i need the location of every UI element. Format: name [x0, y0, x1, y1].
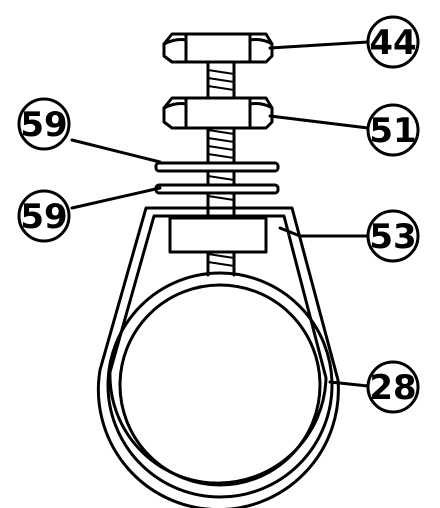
callout-51-label: 51: [369, 111, 416, 151]
callout-59-upper-label: 59: [20, 105, 67, 145]
callout-59-upper: 59: [17, 97, 71, 151]
leader-lines: [70, 40, 370, 388]
washer-lower: [154, 183, 280, 195]
spacer-block: [168, 216, 268, 254]
callout-53-label: 53: [369, 217, 416, 257]
hex-nut-lower: [162, 96, 274, 130]
callout-51: 51: [366, 103, 420, 157]
callout-44: 44: [366, 15, 420, 69]
callout-59-lower: 59: [17, 189, 71, 243]
callout-53: 53: [366, 209, 420, 263]
callout-44-label: 44: [369, 23, 416, 63]
pipe-clamp: [96, 206, 340, 508]
callout-28: 28: [366, 360, 420, 414]
callout-59-lower-label: 59: [20, 197, 67, 237]
washer-upper: [154, 161, 280, 173]
callout-28-label: 28: [369, 368, 416, 408]
hex-nut-top: [162, 32, 274, 64]
